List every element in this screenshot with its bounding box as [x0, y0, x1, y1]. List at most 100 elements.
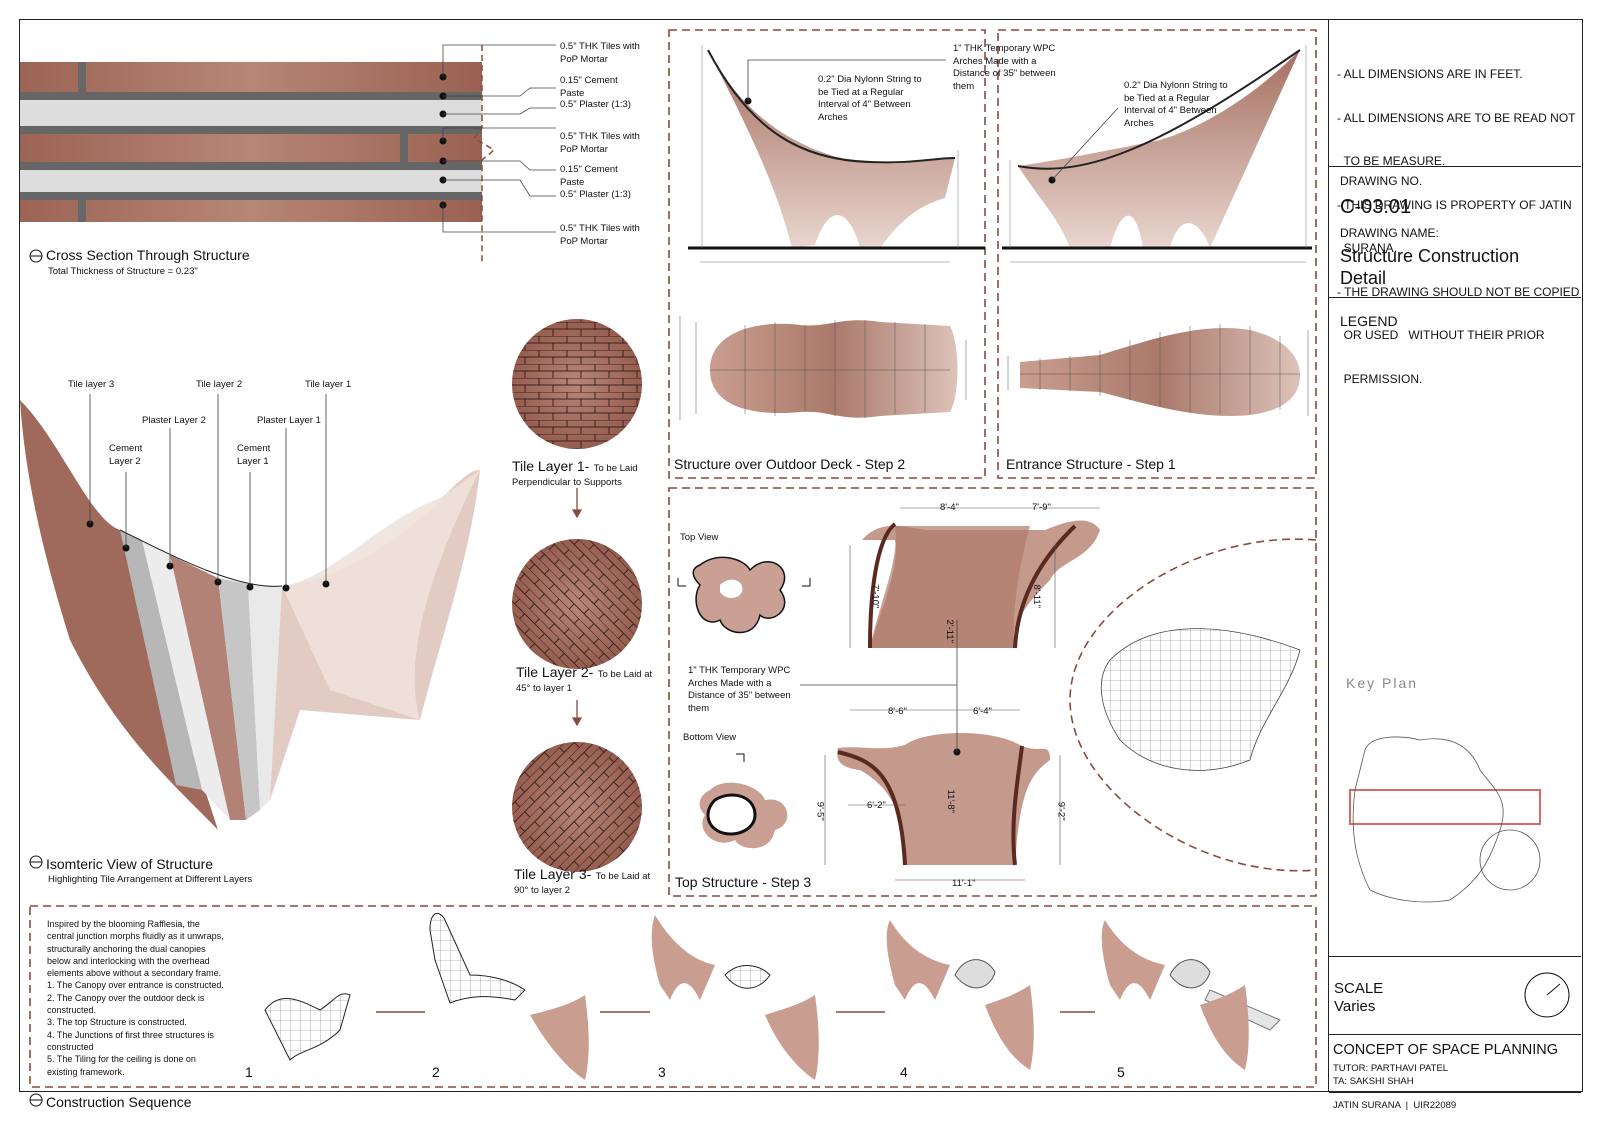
seq-step-1: 1 [245, 1064, 253, 1080]
tile-layer-3-title: Tile Layer 3- [514, 866, 592, 882]
step3-dim-7: 6'-4" [973, 706, 992, 717]
seq-line-7: 2. The Canopy over the outdoor deck is [47, 992, 205, 1003]
tile-layer-3-caption: Tile Layer 3- To be Laid at 90° to layer… [514, 866, 650, 896]
seq-line-9: 3. The top Structure is constructed. [47, 1017, 187, 1028]
general-notes: - ALL DIMENSIONS ARE IN FEET. - ALL DIME… [1337, 38, 1580, 401]
note-7: OR USED WITHOUT THEIR PRIOR [1337, 328, 1545, 342]
seq-line-13: existing framework. [47, 1066, 125, 1077]
note-8: PERMISSION. [1337, 371, 1423, 386]
step2-title: Structure over Outdoor Deck - Step 2 [674, 456, 906, 472]
step3-wpc-note: 1" THK Temporary WPC Arches Made with a … [688, 665, 791, 714]
step3-dim-4: 8'-11" [1031, 584, 1042, 609]
note-5: SURANA. [1337, 241, 1398, 255]
seq-step-4: 4 [900, 1064, 908, 1080]
step3-dim-11: 9'-2" [1055, 801, 1067, 821]
tile-layer-1-title: Tile Layer 1- [512, 458, 590, 474]
seq-line-6: 1. The Canopy over entrance is construct… [47, 980, 224, 991]
tile-layer-3-note2: 90° to layer 2 [514, 885, 571, 896]
drawing-name-label: DRAWING NAME: [1340, 226, 1439, 240]
cs-label-1: 0.5" THK Tiles with PoP Mortar [560, 41, 640, 65]
iso-label-tile3: Tile layer 3 [68, 379, 115, 390]
tile-layer-1-caption: Tile Layer 1- To be Laid Perpendicular t… [512, 458, 638, 488]
tb-divider-2 [1329, 297, 1581, 298]
step3-dim-10: 11'-8" [945, 789, 956, 814]
step3-dim-3: 7'-10" [869, 584, 881, 609]
iso-label-plaster2: Plaster Layer 2 [142, 415, 206, 426]
seq-line-8: constructed. [47, 1005, 97, 1016]
note-6: - THE DRAWING SHOULD NOT BE COPIED [1337, 284, 1580, 299]
drawing-name-2: Detail [1340, 268, 1387, 288]
step2-string-note: 0.2" Dia Nylonn String to be Tied at a R… [818, 74, 922, 123]
key-plan-title: Key Plan [1346, 675, 1419, 691]
seq-step-3: 3 [658, 1064, 666, 1080]
note-2: - ALL DIMENSIONS ARE TO BE READ NOT [1337, 110, 1576, 125]
step3-dim-1: 8'-4" [940, 502, 959, 513]
seq-line-2: central junction morphs fluidly as it un… [47, 931, 224, 942]
sequence-title: Construction Sequence [46, 1094, 192, 1110]
seq-line-11: constructed [47, 1041, 94, 1052]
cs-label-6: 0.5" Plaster (1:3) [560, 189, 631, 200]
sequence-text: Inspired by the blooming Rafflesia, the … [47, 918, 237, 1078]
seq-step-2: 2 [432, 1064, 440, 1080]
step3-top-view: Top View [680, 532, 719, 543]
note-3: TO BE MEASURE. [1337, 154, 1446, 168]
drawing-name-1: Structure Construction [1340, 246, 1520, 266]
iso-label-tile1: Tile layer 1 [305, 379, 352, 390]
step3-dim-6: 8'-6" [888, 706, 907, 717]
step1-string-note: 0.2" Dia Nylonn String to be Tied at a R… [1124, 80, 1228, 129]
step3-dim-8: 9'-5" [814, 801, 826, 821]
iso-subtitle: Highlighting Tile Arrangement at Differe… [48, 874, 253, 885]
cross-section-title: Cross Section Through Structure [46, 247, 250, 263]
iso-label-plaster1: Plaster Layer 1 [257, 415, 321, 426]
scale-value: Varies [1334, 998, 1376, 1015]
cs-label-4: 0.5" THK Tiles with PoP Mortar [560, 131, 640, 155]
cs-label-2: 0.15" Cement Paste [560, 75, 618, 99]
tile-layer-1-note2: Perpendicular to Supports [512, 477, 622, 488]
sheet-border [19, 19, 1583, 1092]
step3-title: Top Structure - Step 3 [675, 874, 812, 890]
tb-divider-4 [1329, 1034, 1581, 1035]
drawing-no-label: DRAWING NO. [1340, 174, 1423, 188]
step2-wpc-note: 1" THK Temporary WPC Arches Made with a … [953, 43, 1056, 92]
tb-divider-5 [1329, 1092, 1581, 1093]
cs-label-7: 0.5" THK Tiles with PoP Mortar [560, 223, 640, 247]
step3-dim-2: 7'-9" [1032, 502, 1051, 513]
tile-layer-2-caption: Tile Layer 2- To be Laid at 45° to layer… [516, 664, 652, 694]
project-title: CONCEPT OF SPACE PLANNING [1333, 1042, 1559, 1058]
iso-label-cement1: Cement Layer 1 [237, 443, 271, 467]
cross-section-subtitle: Total Thickness of Structure = 0.23" [48, 266, 198, 277]
iso-label-tile2: Tile layer 2 [196, 379, 243, 390]
scale-label: SCALE [1334, 980, 1384, 997]
tile-layer-3-note: To be Laid at [595, 871, 651, 882]
cs-label-5: 0.15" Cement Paste [560, 164, 618, 188]
drawing-no: C-03.01 [1340, 196, 1412, 218]
step3-dim-9: 6'-2" [867, 800, 886, 811]
title-block-divider [1328, 19, 1329, 1091]
tutor: TUTOR: PARTHAVI PATEL [1333, 1063, 1449, 1074]
step3-bottom-view: Bottom View [683, 732, 737, 743]
tb-divider-1 [1329, 166, 1581, 167]
seq-line-4: below and interlocking with the overhead [47, 955, 210, 966]
tile-layer-2-note: To be Laid at [597, 669, 653, 680]
seq-line-10: 4. The Junctions of first three structur… [47, 1029, 214, 1040]
step3-dim-5: 2'-11" [944, 619, 955, 644]
legend-title: LEGEND [1340, 313, 1398, 329]
tb-divider-3 [1329, 956, 1581, 957]
seq-line-5: elements above without a secondary frame… [47, 968, 222, 979]
seq-step-5: 5 [1117, 1064, 1125, 1080]
note-4: - THIS DRAWING IS PROPERTY OF JATIN [1337, 197, 1572, 212]
note-1: - ALL DIMENSIONS ARE IN FEET. [1337, 67, 1523, 81]
step1-title: Entrance Structure - Step 1 [1006, 456, 1176, 472]
step3-dim-12: 11'-1" [952, 878, 976, 889]
tile-layer-1-note: To be Laid [593, 463, 638, 474]
iso-title: Isomteric View of Structure [46, 856, 214, 872]
seq-line-3: structurally anchoring the dual canopies [47, 943, 206, 954]
tile-layer-2-title: Tile Layer 2- [516, 664, 594, 680]
iso-label-cement2: Cement Layer 2 [109, 443, 143, 467]
ta: TA: SAKSHI SHAH [1333, 1076, 1414, 1087]
seq-line-12: 5. The Tiling for the ceiling is done on [47, 1054, 196, 1065]
cs-label-3: 0.5" Plaster (1:3) [560, 99, 631, 110]
author: JATIN SURANA | UIR22089 [1333, 1100, 1457, 1111]
seq-line-1: Inspired by the blooming Rafflesia, the [47, 919, 200, 929]
